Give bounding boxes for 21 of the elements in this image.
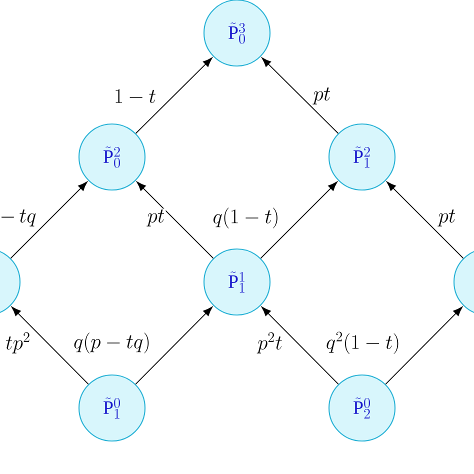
arrow bbox=[386, 182, 464, 259]
arrow bbox=[262, 306, 339, 385]
edge-label: $p^2t$ bbox=[256, 332, 284, 354]
arrow bbox=[12, 306, 89, 385]
arrow bbox=[135, 306, 212, 385]
arrow bbox=[262, 58, 339, 134]
edge-label: $-\,tq$ bbox=[0, 208, 38, 228]
edge-label: $pt$ bbox=[437, 208, 457, 228]
arrow bbox=[135, 58, 212, 134]
edge-label: $tp^2$ bbox=[4, 332, 32, 354]
arrow bbox=[385, 306, 462, 385]
edge-label: $q(1-t)$ bbox=[212, 206, 280, 230]
arrow bbox=[136, 182, 214, 259]
edge-label: $1-t$ bbox=[112, 88, 158, 106]
state-circle bbox=[453, 248, 474, 316]
edge-label: $pt$ bbox=[146, 208, 166, 228]
edge-label: $pt$ bbox=[312, 86, 332, 106]
edge-label: $q^2(1-t)$ bbox=[324, 331, 402, 355]
arrow bbox=[10, 182, 88, 259]
arrow bbox=[260, 182, 338, 259]
edge-label: $q(p-tq)$ bbox=[72, 332, 152, 354]
